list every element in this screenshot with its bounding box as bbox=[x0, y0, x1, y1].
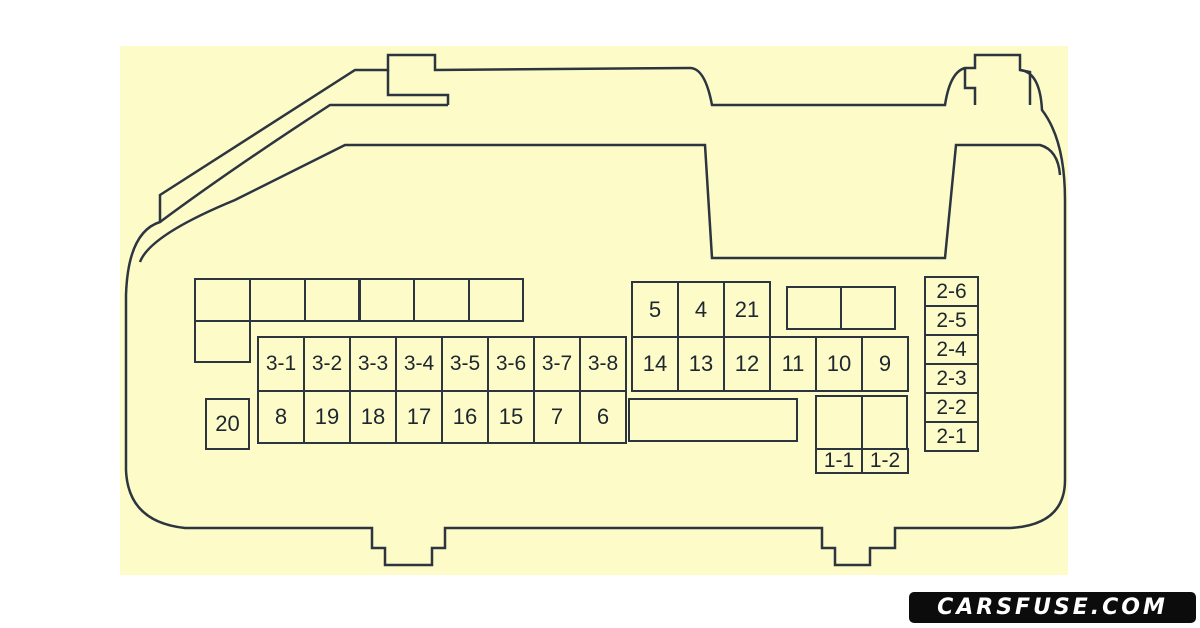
empty-slot bbox=[358, 278, 415, 322]
empty-slot bbox=[468, 278, 524, 322]
empty-slot bbox=[413, 278, 470, 322]
fuse-2-5: 2-5 bbox=[924, 305, 979, 336]
fuse-2-1: 2-1 bbox=[924, 421, 979, 452]
fuse-4: 4 bbox=[677, 281, 725, 338]
fuse-18: 18 bbox=[349, 390, 397, 444]
fuse-12: 12 bbox=[723, 336, 771, 392]
fuse-13: 13 bbox=[677, 336, 725, 392]
fuse-3-3: 3-3 bbox=[349, 336, 397, 392]
fuse-14: 14 bbox=[631, 336, 679, 392]
fuse-3-8: 3-8 bbox=[579, 336, 627, 392]
carsfuse-logo: CARSFUSE.COM bbox=[909, 592, 1196, 623]
fuse-2-2: 2-2 bbox=[924, 392, 979, 423]
fuse-3-5: 3-5 bbox=[441, 336, 489, 392]
empty-slot bbox=[861, 395, 908, 450]
fuse-1-2: 1-2 bbox=[861, 448, 909, 474]
empty-slot bbox=[194, 320, 251, 363]
fuse-6: 6 bbox=[579, 390, 627, 444]
fuse-20: 20 bbox=[205, 398, 250, 450]
empty-slot bbox=[840, 286, 896, 330]
fuse-1-1: 1-1 bbox=[815, 448, 863, 474]
fuse-8: 8 bbox=[257, 390, 305, 444]
empty-slot bbox=[194, 278, 251, 322]
empty-slot bbox=[786, 286, 842, 330]
fuse-2-6: 2-6 bbox=[924, 276, 979, 307]
fuse-9: 9 bbox=[861, 336, 909, 392]
fuse-2-4: 2-4 bbox=[924, 334, 979, 365]
fuse-box-panel bbox=[120, 46, 1068, 575]
fuse-11: 11 bbox=[769, 336, 817, 392]
fuse-3-2: 3-2 bbox=[303, 336, 351, 392]
fuse-3-1: 3-1 bbox=[257, 336, 305, 392]
fuse-16: 16 bbox=[441, 390, 489, 444]
fuse-2-3: 2-3 bbox=[924, 363, 979, 394]
fuse-21: 21 bbox=[723, 281, 771, 338]
fuse-7: 7 bbox=[533, 390, 581, 444]
fuse-19: 19 bbox=[303, 390, 351, 444]
fuse-3-7: 3-7 bbox=[533, 336, 581, 392]
fuse-5: 5 bbox=[631, 281, 679, 338]
empty-slot bbox=[628, 398, 798, 442]
fuse-10: 10 bbox=[815, 336, 863, 392]
empty-slot bbox=[304, 278, 361, 322]
fuse-15: 15 bbox=[487, 390, 535, 444]
empty-slot bbox=[815, 395, 863, 450]
fuse-3-6: 3-6 bbox=[487, 336, 535, 392]
fuse-3-4: 3-4 bbox=[395, 336, 443, 392]
empty-slot bbox=[249, 278, 306, 322]
fuse-17: 17 bbox=[395, 390, 443, 444]
